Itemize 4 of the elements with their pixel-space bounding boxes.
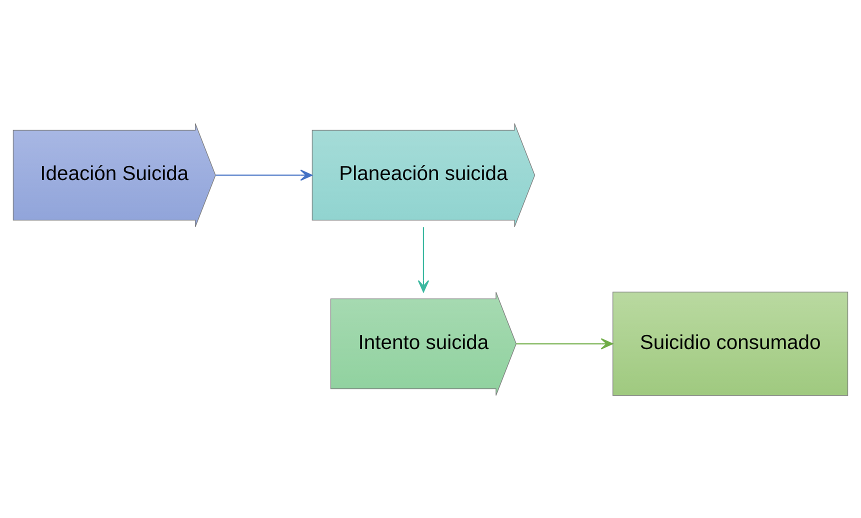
arrow [216,169,312,180]
arrow [418,226,430,292]
arrow [516,338,614,349]
node-box: Suicidio consumado [612,291,848,396]
